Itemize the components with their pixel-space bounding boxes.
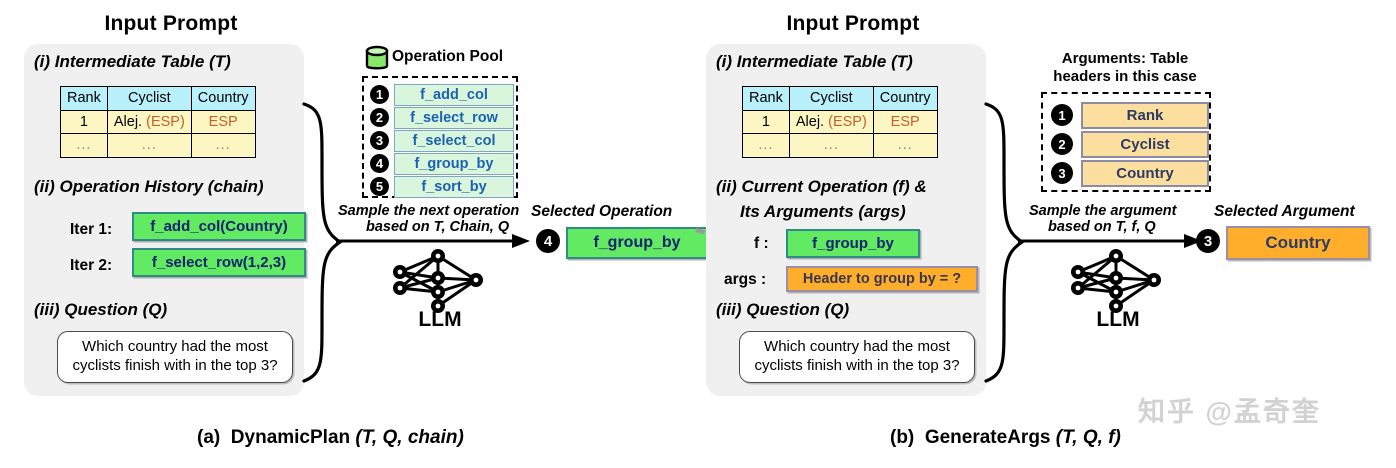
table-cell: ...: [190, 133, 256, 159]
llm-label-right: LLM: [1096, 308, 1140, 331]
table-cell: ...: [106, 133, 192, 159]
table-row: ... ... ...: [60, 133, 256, 159]
operation-pool-badge-4: 4: [370, 154, 389, 173]
table-cell: ...: [788, 133, 874, 159]
right-section-current-operation-line2: Its Arguments (args): [740, 202, 906, 221]
table-cell: ...: [872, 133, 938, 159]
operation-pool-badge-5: 5: [370, 177, 389, 196]
operation-pool-title: Operation Pool: [392, 48, 504, 65]
table-cell: 1: [60, 109, 108, 135]
operation-pool-item-f_add_col[interactable]: f_add_col: [394, 84, 514, 106]
right-sample-text-line1: Sample the argument: [1029, 203, 1177, 219]
operation-pool-badge-3: 3: [370, 131, 389, 150]
operation-pool-item-f_sort_by[interactable]: f_sort_by: [394, 176, 514, 198]
arguments-pool-item-country[interactable]: Country: [1081, 160, 1209, 187]
table-row: 1 Alej. (ESP) ESP: [742, 109, 938, 135]
table-header-cell: Country: [872, 86, 938, 111]
operation-pool-badge-1: 1: [370, 85, 389, 104]
left-input-prompt-title: Input Prompt: [104, 12, 238, 35]
caption-b-args: (T, Q, f): [1055, 427, 1121, 448]
left-section-operation-history: (ii) Operation History (chain): [34, 177, 264, 196]
table-header-cell: Rank: [60, 86, 108, 111]
operation-pool-item-f_select_col[interactable]: f_select_col: [394, 130, 514, 152]
left-section-intermediate-table: (i) Intermediate Table (T): [34, 52, 231, 71]
caption-a: (a) DynamicPlan (T, Q, chain): [197, 427, 464, 449]
selected-operation-title: Selected Operation: [531, 203, 673, 220]
table-row: 1 Alej. (ESP) ESP: [60, 109, 256, 135]
arguments-pool-badge-1: 1: [1051, 104, 1073, 126]
operation-pool-item-f_select_row[interactable]: f_select_row: [394, 107, 514, 129]
llm-label-left: LLM: [418, 308, 462, 331]
caption-b-name: GenerateArgs: [924, 427, 1051, 448]
selected-operation-box: f_group_by: [566, 227, 708, 259]
f-value-box: f_group_by: [786, 229, 920, 258]
left-sample-text-line1: Sample the next operation: [338, 203, 520, 219]
selected-argument-box: Country: [1226, 226, 1370, 260]
table-cell: ESP: [190, 109, 256, 135]
caption-b-prefix: (b): [890, 427, 915, 448]
selected-operation-badge: 4: [536, 229, 560, 253]
arguments-pool-container: [1041, 92, 1211, 192]
cyclist-name: Alej.: [113, 113, 147, 130]
cyclist-country-code: (ESP): [828, 113, 867, 130]
table-cell: ESP: [872, 109, 938, 135]
left-intermediate-table: Rank Cyclist Country 1 Alej. (ESP) ESP .…: [60, 86, 256, 159]
right-flow-arrow: [1018, 234, 1202, 248]
right-section-question: (iii) Question (Q): [716, 300, 850, 319]
arguments-pool-title-line2: headers in this case: [1053, 68, 1197, 85]
table-header-cell: Rank: [742, 86, 790, 111]
arguments-pool-badge-2: 2: [1051, 133, 1073, 155]
selected-argument-badge: 3: [1196, 229, 1220, 253]
arguments-pool-item-rank[interactable]: Rank: [1081, 102, 1209, 129]
table-cell: Alej. (ESP): [788, 109, 874, 135]
llm-network-icon-right: [1071, 249, 1161, 313]
operation-pool-badge-2: 2: [370, 108, 389, 127]
history-op-2: f_select_row(1,2,3): [132, 248, 306, 277]
table-cell: ...: [60, 133, 108, 159]
caption-a-name: DynamicPlan: [230, 427, 351, 448]
caption-a-args: (T, Q, chain): [355, 427, 464, 448]
caption-a-prefix: (a): [197, 427, 221, 448]
table-row: ... ... ...: [742, 133, 938, 159]
f-label: f :: [754, 235, 769, 252]
operation-pool-item-f_group_by[interactable]: f_group_by: [394, 153, 514, 175]
table-header-cell: Cyclist: [788, 86, 874, 111]
table-header-cell: Country: [190, 86, 256, 111]
table-header-cell: Cyclist: [106, 86, 192, 111]
arguments-pool-item-cyclist[interactable]: Cyclist: [1081, 131, 1209, 158]
llm-network-icon-left: [393, 249, 483, 313]
arguments-pool-title-line1: Arguments: Table: [1061, 50, 1189, 67]
args-value-box: Header to group by = ?: [786, 266, 978, 292]
right-intermediate-table: Rank Cyclist Country 1 Alej. (ESP) ESP .…: [742, 86, 938, 159]
iter-1-label: Iter 1:: [70, 221, 113, 238]
args-label: args :: [724, 271, 767, 288]
history-op-1: f_add_col(Country): [132, 212, 306, 241]
iter-2-label: Iter 2:: [70, 257, 113, 274]
table-cell: 1: [742, 109, 790, 135]
right-sample-text-line2: based on T, f, Q: [1048, 219, 1156, 235]
left-question-box: Which country had the most cyclists fini…: [57, 331, 293, 383]
right-input-prompt-title: Input Prompt: [786, 12, 920, 35]
right-question-box: Which country had the most cyclists fini…: [739, 331, 975, 383]
caption-b: (b) GenerateArgs (T, Q, f): [890, 427, 1121, 449]
table-cell: ...: [742, 133, 790, 159]
right-section-intermediate-table: (i) Intermediate Table (T): [716, 52, 913, 71]
left-sample-text-line2: based on T, Chain, Q: [366, 219, 510, 235]
watermark: 知乎 @孟奇奎: [1138, 397, 1321, 427]
table-cell: Alej. (ESP): [106, 109, 192, 135]
database-icon: [365, 45, 389, 70]
cyclist-country-code: (ESP): [146, 113, 185, 130]
selected-argument-title: Selected Argument: [1214, 203, 1355, 220]
left-section-question: (iii) Question (Q): [34, 300, 168, 319]
left-flow-arrow: [336, 234, 530, 248]
right-section-current-operation-line1: (ii) Current Operation (f) &: [716, 177, 927, 196]
arguments-pool-badge-3: 3: [1051, 162, 1073, 184]
cyclist-name: Alej.: [795, 113, 829, 130]
